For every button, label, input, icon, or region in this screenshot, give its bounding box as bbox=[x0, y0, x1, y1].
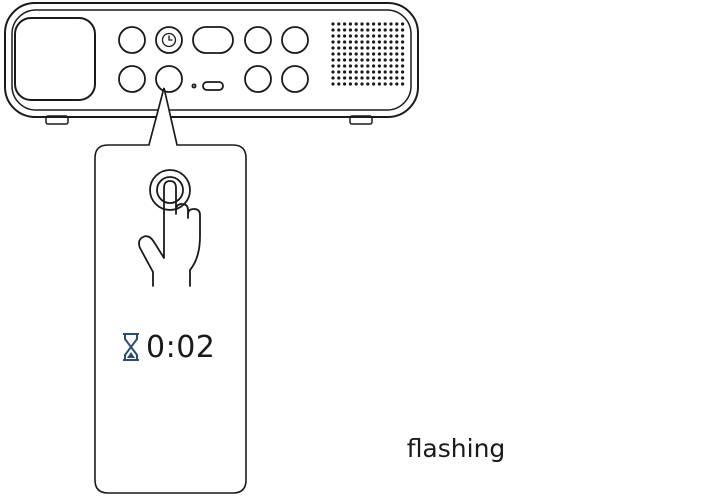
flashing-label: flashing bbox=[406, 434, 506, 463]
callout-panel-left bbox=[94, 87, 247, 494]
back-button-clock[interactable] bbox=[155, 26, 183, 54]
finger-press-icon bbox=[138, 169, 201, 287]
hold-duration: 0:02 bbox=[146, 329, 216, 365]
back-button-7[interactable] bbox=[244, 65, 272, 93]
back-button-4[interactable] bbox=[281, 26, 309, 54]
back-button-5[interactable] bbox=[118, 65, 146, 93]
back-button-6[interactable] bbox=[155, 65, 183, 93]
hourglass-icon bbox=[123, 333, 139, 361]
hold-timer-readout: 0:02 bbox=[120, 327, 230, 367]
speaker-grille-dots bbox=[331, 22, 405, 86]
device-back-panel bbox=[4, 2, 419, 125]
usb-port bbox=[202, 81, 224, 91]
back-button-1[interactable] bbox=[118, 26, 146, 54]
back-clock-icon bbox=[161, 32, 177, 48]
back-button-3[interactable] bbox=[244, 26, 272, 54]
back-panel-screen bbox=[14, 17, 96, 101]
back-button-wide[interactable] bbox=[192, 26, 234, 54]
back-indicator-dot bbox=[191, 83, 197, 89]
back-button-8[interactable] bbox=[281, 65, 309, 93]
